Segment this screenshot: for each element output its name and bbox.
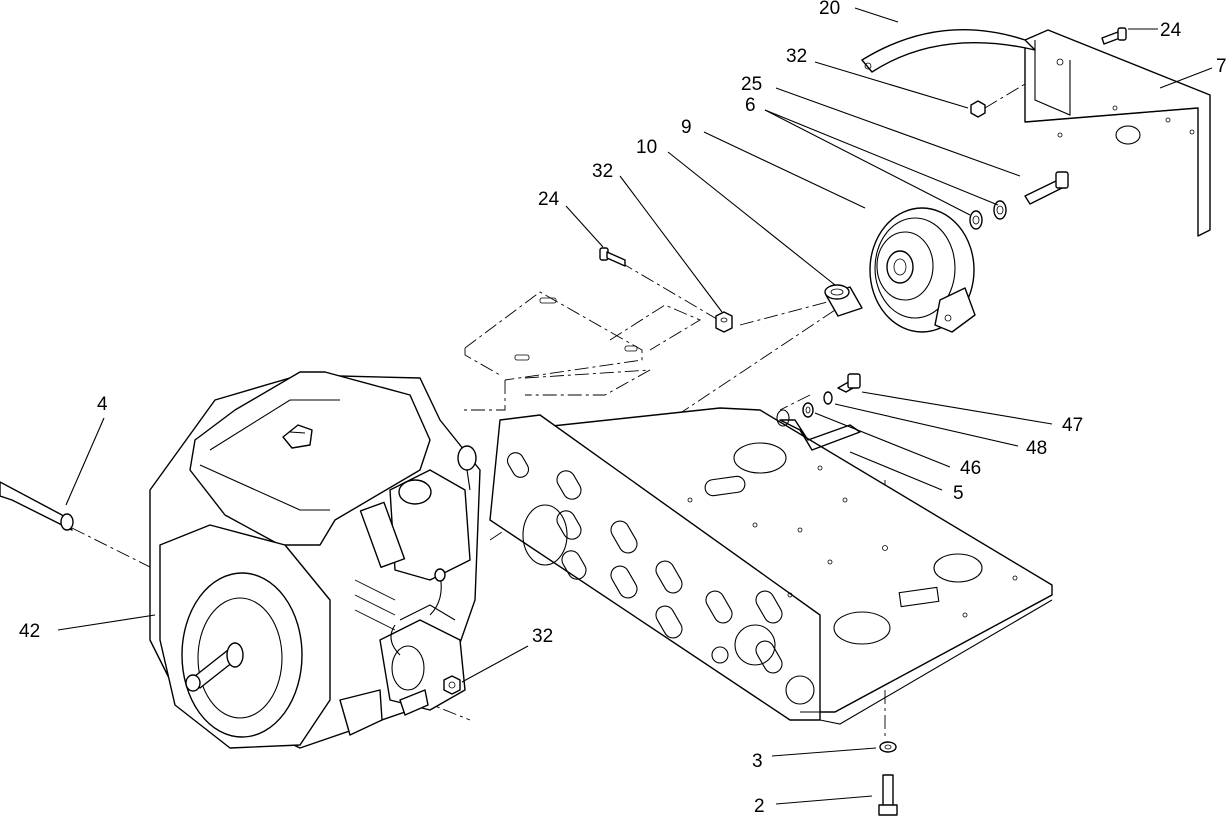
bolt-25 bbox=[1024, 171, 1069, 205]
callout-4: 4 bbox=[97, 394, 108, 415]
strap-20 bbox=[861, 28, 1036, 73]
electric-clutch-9 bbox=[869, 207, 976, 333]
bolt-47 bbox=[837, 373, 861, 393]
nut-32-top bbox=[970, 100, 986, 118]
bolt-2 bbox=[878, 774, 898, 816]
washer-46 bbox=[802, 402, 814, 418]
clutch-bracket-7 bbox=[1024, 29, 1211, 237]
callout-7: 7 bbox=[1216, 56, 1227, 77]
callout-48: 48 bbox=[1026, 438, 1047, 459]
callout-24-top: 24 bbox=[1160, 20, 1182, 41]
frame-holes bbox=[687, 442, 1018, 645]
chassis-frame bbox=[489, 407, 1053, 725]
washer-6a bbox=[969, 210, 983, 230]
callout-5: 5 bbox=[953, 483, 964, 504]
callout-10: 10 bbox=[636, 137, 657, 158]
callout-20: 20 bbox=[819, 0, 840, 19]
callout-25: 25 bbox=[741, 74, 762, 95]
callout-labels: 20 24 7 32 25 6 9 10 32 24 4 47 48 46 5 … bbox=[19, 0, 1227, 817]
callout-9: 9 bbox=[681, 117, 692, 138]
leader-lines bbox=[57, 7, 1213, 805]
callout-32-top: 32 bbox=[786, 46, 807, 67]
bolt-24-bracket bbox=[599, 247, 626, 267]
callout-6: 6 bbox=[745, 95, 756, 116]
callout-2: 2 bbox=[754, 796, 765, 817]
nut-32-engine bbox=[443, 675, 461, 695]
callout-42: 42 bbox=[19, 621, 40, 642]
bolt-24-top bbox=[1101, 27, 1127, 45]
fuel-line-4 bbox=[0, 481, 74, 531]
washer-3 bbox=[879, 741, 897, 753]
engine-bracket-phantom bbox=[460, 291, 701, 411]
callout-3: 3 bbox=[752, 751, 763, 772]
callout-24-bracket: 24 bbox=[538, 189, 560, 210]
frame-slots bbox=[506, 452, 815, 705]
callout-32-engine: 32 bbox=[532, 626, 553, 647]
washer-6b bbox=[993, 200, 1007, 220]
callout-46: 46 bbox=[960, 458, 981, 479]
engine-assembly bbox=[149, 371, 481, 749]
lockwasher-48 bbox=[823, 391, 833, 405]
callout-47: 47 bbox=[1062, 415, 1083, 436]
callout-32-bracket: 32 bbox=[592, 161, 613, 182]
spacer-10 bbox=[824, 284, 863, 317]
nut-32-bracket bbox=[715, 311, 733, 333]
